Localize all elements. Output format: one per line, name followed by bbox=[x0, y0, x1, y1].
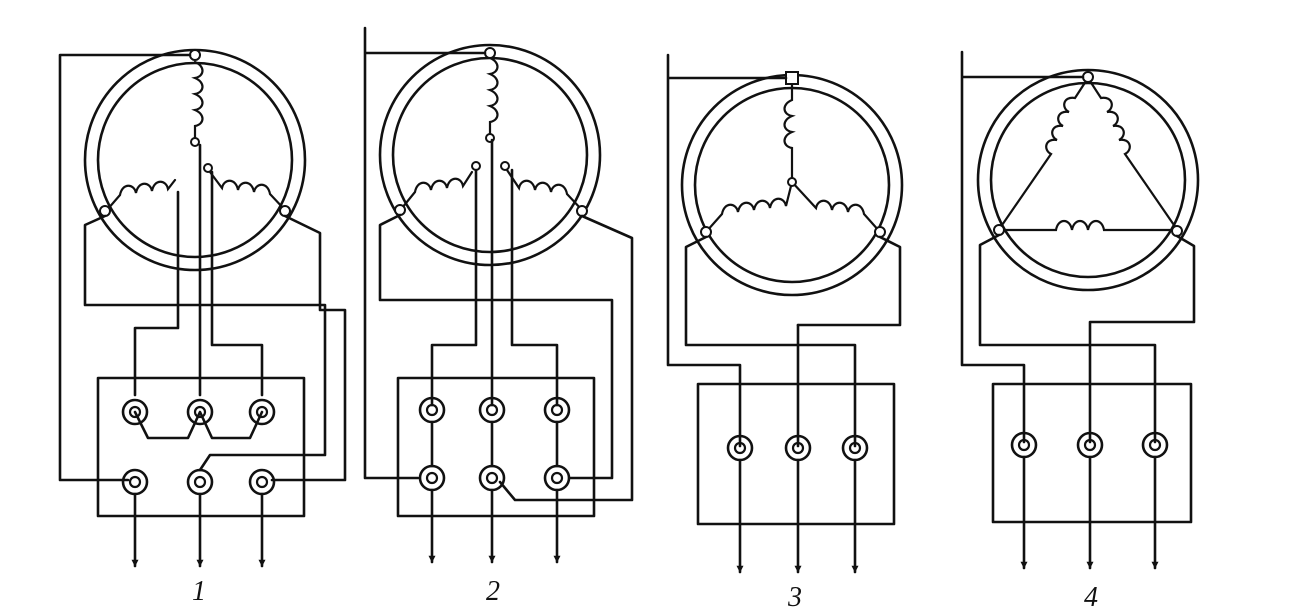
stator-ring bbox=[83, 48, 307, 272]
winding-coils bbox=[704, 80, 882, 234]
supply-arrows bbox=[736, 458, 859, 574]
stator-ring bbox=[378, 43, 602, 267]
terminal-posts bbox=[418, 396, 571, 492]
diagram-label: 1 bbox=[192, 576, 206, 607]
jumpers bbox=[430, 420, 559, 468]
diagram-1: 1 bbox=[58, 48, 347, 607]
lead-wires bbox=[58, 53, 347, 482]
winding-coils bbox=[400, 56, 584, 212]
terminal-nodes bbox=[394, 47, 588, 217]
terminal-nodes bbox=[99, 49, 291, 217]
terminal-box bbox=[396, 376, 596, 518]
lead-wires bbox=[666, 53, 902, 448]
winding-coils bbox=[105, 60, 287, 212]
winding-coils bbox=[998, 76, 1178, 232]
jumpers bbox=[133, 410, 264, 440]
lead-wires bbox=[960, 50, 1196, 444]
terminal-box bbox=[696, 382, 896, 526]
stator-ring bbox=[976, 68, 1200, 292]
terminal-box bbox=[991, 382, 1193, 524]
supply-arrows bbox=[1020, 455, 1159, 570]
diagram-4: 4 bbox=[960, 50, 1200, 608]
diagram-label: 4 bbox=[1084, 582, 1098, 608]
lead-wires bbox=[363, 26, 634, 502]
supply-arrows bbox=[428, 488, 561, 564]
supply-arrows bbox=[131, 492, 266, 568]
terminal-nodes bbox=[993, 71, 1183, 237]
diagram-2: 2 bbox=[363, 26, 634, 607]
diagram-label: 2 bbox=[486, 576, 500, 607]
diagram-label: 3 bbox=[787, 582, 802, 608]
diagram-3: 3 bbox=[666, 53, 904, 608]
